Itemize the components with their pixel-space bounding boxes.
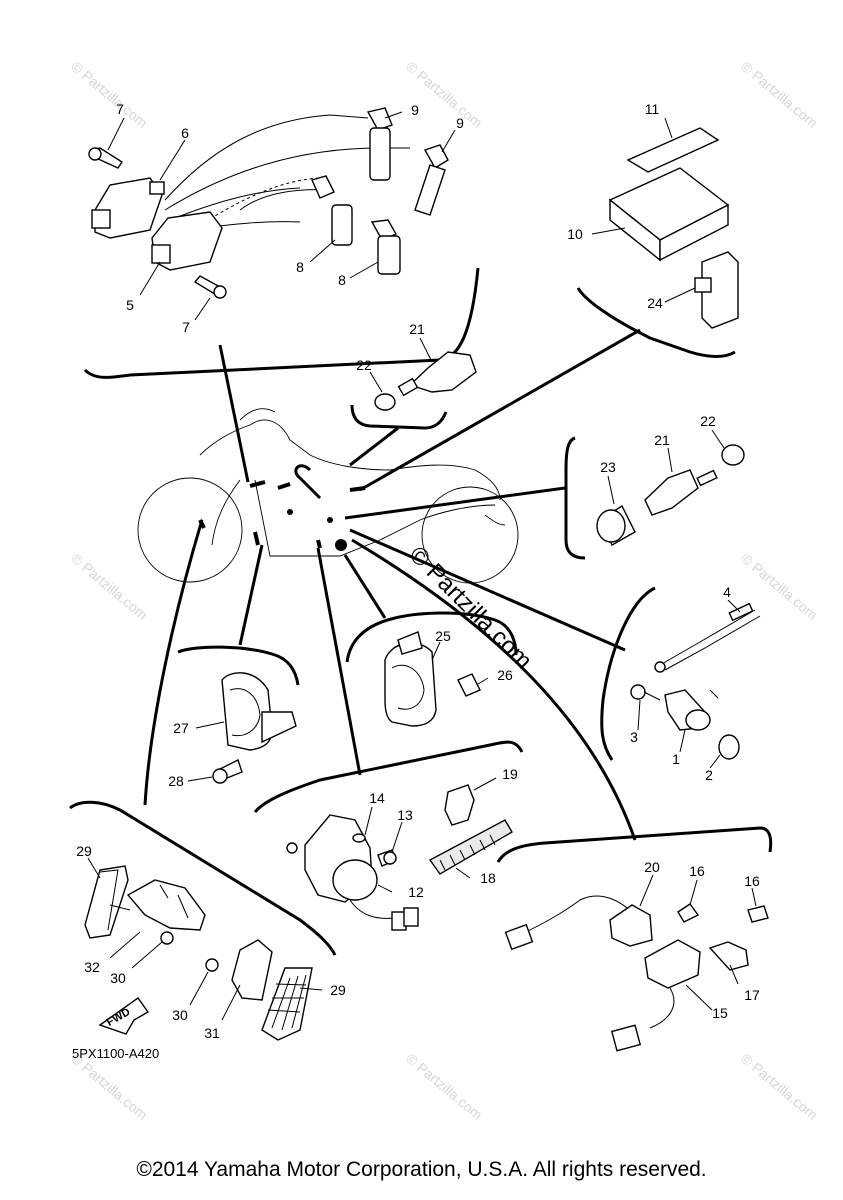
callout: 26 bbox=[497, 667, 513, 683]
temp-sensor-group-upper: 21 22 bbox=[356, 321, 477, 411]
callout: 20 bbox=[644, 859, 660, 875]
callout: 17 bbox=[744, 987, 760, 1003]
leader-lines bbox=[143, 328, 641, 841]
callout: 6 bbox=[181, 125, 189, 141]
callout: 12 bbox=[408, 884, 424, 900]
callout: 19 bbox=[502, 766, 518, 782]
callout: 9 bbox=[456, 115, 464, 131]
callout: 29 bbox=[76, 843, 92, 859]
temp-sensor-group-right: 21 22 23 bbox=[596, 413, 745, 546]
starter-group: 14 13 12 18 19 bbox=[286, 766, 518, 931]
callout: 18 bbox=[480, 870, 496, 886]
horn-group-center: 25 26 bbox=[384, 628, 513, 727]
callout: 2 bbox=[705, 767, 713, 783]
callout: 27 bbox=[173, 720, 189, 736]
watermark: © Partzilla.com bbox=[738, 1050, 821, 1123]
callout: 22 bbox=[700, 413, 716, 429]
crank-sensor-group: 20 16 16 17 15 bbox=[504, 859, 769, 1052]
callout: 4 bbox=[723, 584, 731, 600]
callout: 7 bbox=[116, 101, 124, 117]
callout: 21 bbox=[409, 321, 425, 337]
copyright-notice: ©2014 Yamaha Motor Corporation, U.S.A. A… bbox=[136, 1158, 707, 1181]
callout: 10 bbox=[567, 226, 583, 242]
ecu-group: 11 10 24 bbox=[567, 101, 739, 329]
callout: 29 bbox=[330, 982, 346, 998]
callout: 24 bbox=[647, 295, 663, 311]
footrest-group: FWD 29 32 30 30 31 29 bbox=[76, 843, 346, 1041]
callout: 22 bbox=[356, 357, 372, 373]
callout: 32 bbox=[84, 959, 100, 975]
callout: 28 bbox=[168, 773, 184, 789]
callout: 25 bbox=[435, 628, 451, 644]
callout: 8 bbox=[338, 272, 346, 288]
callout: 8 bbox=[296, 259, 304, 275]
callout: 9 bbox=[411, 102, 419, 118]
motorcycle-outline bbox=[137, 408, 519, 584]
callout: 30 bbox=[172, 1007, 188, 1023]
callout: 16 bbox=[689, 863, 705, 879]
speed-sensor-group: 4 3 1 2 bbox=[630, 584, 761, 783]
watermark: © Partzilla.com bbox=[68, 550, 151, 623]
group-brackets bbox=[69, 267, 773, 956]
diagram-code: 5PX1100-A420 bbox=[72, 1046, 159, 1061]
horn-group-left: 27 28 bbox=[168, 672, 297, 789]
callout: 30 bbox=[110, 970, 126, 986]
watermark: © Partzilla.com bbox=[403, 58, 486, 131]
ignition-coil-group: 7 6 5 7 9 9 8 8 bbox=[88, 101, 464, 335]
callout: 11 bbox=[645, 101, 660, 117]
callout: 7 bbox=[182, 319, 190, 335]
callout: 5 bbox=[126, 297, 134, 313]
callout: 31 bbox=[204, 1025, 220, 1041]
callout: 14 bbox=[369, 790, 385, 806]
watermark: © Partzilla.com bbox=[403, 1050, 486, 1123]
callout: 23 bbox=[600, 459, 616, 475]
callout: 15 bbox=[712, 1005, 728, 1021]
watermark: © Partzilla.com bbox=[738, 58, 821, 131]
callout: 16 bbox=[744, 873, 760, 889]
callout: 3 bbox=[630, 729, 638, 745]
callout: 21 bbox=[654, 432, 670, 448]
callout: 13 bbox=[397, 807, 413, 823]
callout: 1 bbox=[672, 751, 680, 767]
watermark: © Partzilla.com bbox=[68, 58, 151, 131]
